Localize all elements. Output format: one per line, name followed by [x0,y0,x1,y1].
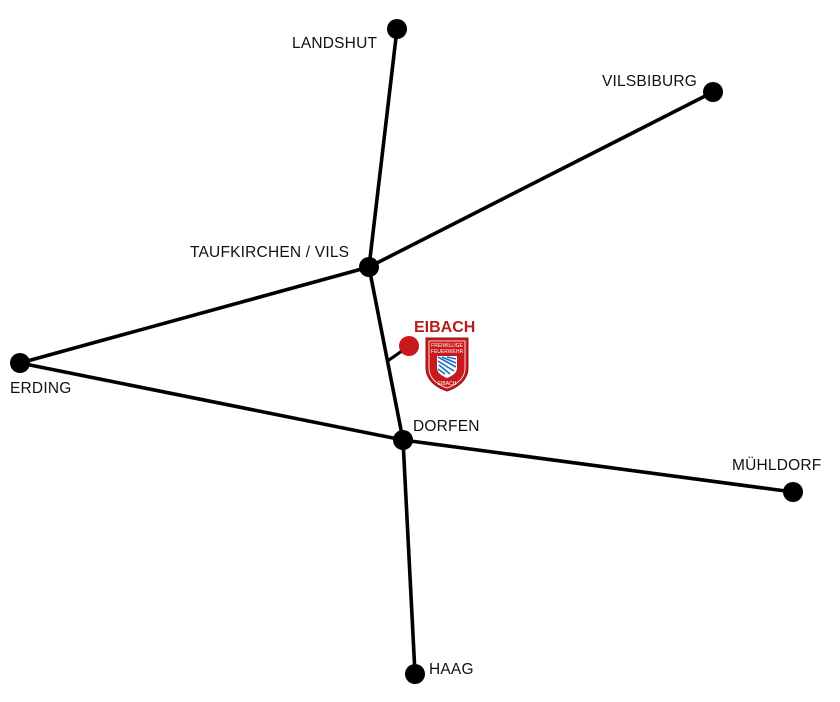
highlight-label-eibach: EIBACH [414,319,476,336]
city-label-haag: HAAG [429,661,474,678]
city-marker-erding [10,353,30,373]
road-taufkirchen-erding [18,265,371,365]
eibach-marker [399,336,419,356]
road-taufkirchen-dorfen [367,265,405,442]
road-taufkirchen-vilsbiburg [367,90,715,269]
city-marker-vilsbiburg [703,82,723,102]
fire-brigade-crest-icon: FREIWILLIGE FEUERWEHR EIBACH [425,337,469,392]
city-label-landshut: LANDSHUT [292,35,378,52]
city-marker-landshut [387,19,407,39]
city-label-taufkirchen: TAUFKIRCHEN / VILS [190,244,350,261]
city-label-muehldorf: MÜHLDORF [732,457,822,474]
road-landshut-taufkirchen [367,27,399,269]
city-label-erding: ERDING [10,380,72,397]
crest-text-line1: FREIWILLIGE [431,343,463,349]
crest-text-line3: EIBACH [438,381,457,387]
city-label-vilsbiburg: VILSBIBURG [602,73,698,90]
road-dorfen-muehldorf [401,438,795,494]
city-marker-muehldorf [783,482,803,502]
city-marker-dorfen [393,430,413,450]
city-label-dorfen: DORFEN [413,418,480,435]
crest-text-line2: FEUERWEHR [431,349,464,355]
city-marker-taufkirchen [359,257,379,277]
city-marker-haag [405,664,425,684]
road-dorfen-haag [401,438,417,676]
road-erding-dorfen [18,361,405,442]
